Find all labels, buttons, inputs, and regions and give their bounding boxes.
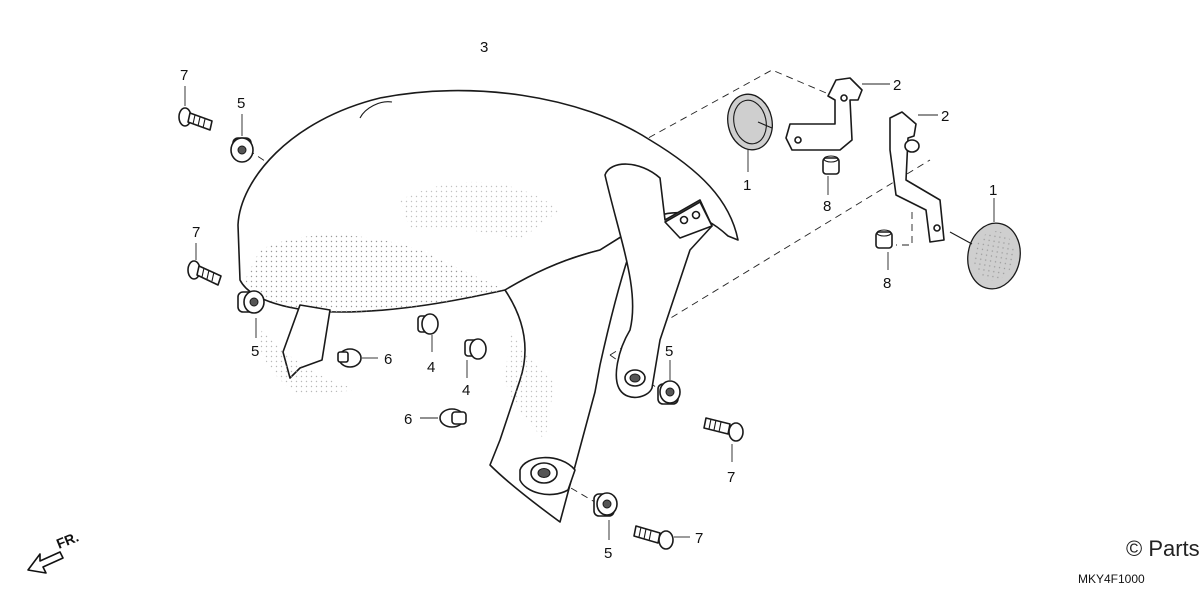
callout-screw-bottom: 7 [695,530,703,547]
callout-screw-mid: 7 [727,469,735,486]
callout-screw-top: 7 [180,67,188,84]
clip-left[interactable] [337,348,362,368]
reflector-right[interactable] [949,219,1025,293]
callout-grommet-bottom: 5 [604,545,612,562]
nut-top[interactable] [822,155,840,175]
callout-nut-right: 8 [883,275,891,292]
screw-top[interactable] [178,107,213,131]
callout-collar-a: 4 [427,359,435,376]
front-direction-arrow-icon [27,551,64,574]
grommet-bottom[interactable] [593,492,618,517]
callout-grommet-left: 5 [251,343,259,360]
collar-a[interactable] [417,313,439,335]
callout-numbers: 3 7 5 7 5 6 4 4 6 5 7 5 7 1 8 2 2 1 8 [180,39,997,562]
reflector-left[interactable] [723,90,778,154]
callout-clip-bottom: 6 [404,411,412,428]
collar-b[interactable] [464,338,487,360]
callout-grommet-mid: 5 [665,343,673,360]
callout-reflector-right: 1 [989,182,997,199]
clip-bottom[interactable] [439,408,467,428]
callout-collar-b: 4 [462,382,470,399]
callout-leaders [184,83,995,540]
callout-nut-top: 8 [823,198,831,215]
copyright-watermark: © Parts [1126,536,1200,561]
callout-screw-left: 7 [192,224,200,241]
reflector-stay-top[interactable] [785,77,863,151]
fender-fork-bracket [519,163,713,496]
callout-stay-top: 2 [893,77,901,94]
nut-right[interactable] [875,229,893,249]
callout-fender: 3 [480,39,488,56]
callout-grommet-top: 5 [237,95,245,112]
screw-left[interactable] [187,260,222,286]
callout-reflector-left: 1 [743,177,751,194]
diagram-code: MKY4F1000 [1078,572,1145,586]
grommet-left[interactable] [237,290,265,314]
grommet-mid[interactable] [657,380,681,405]
callout-clip-left: 6 [384,351,392,368]
screw-mid[interactable] [703,417,744,442]
reflector-stay-right[interactable] [889,111,945,243]
front-fender[interactable] [237,89,739,523]
grommet-top[interactable] [230,137,254,163]
screw-bottom[interactable] [633,525,674,550]
callout-stay-right: 2 [941,108,949,125]
